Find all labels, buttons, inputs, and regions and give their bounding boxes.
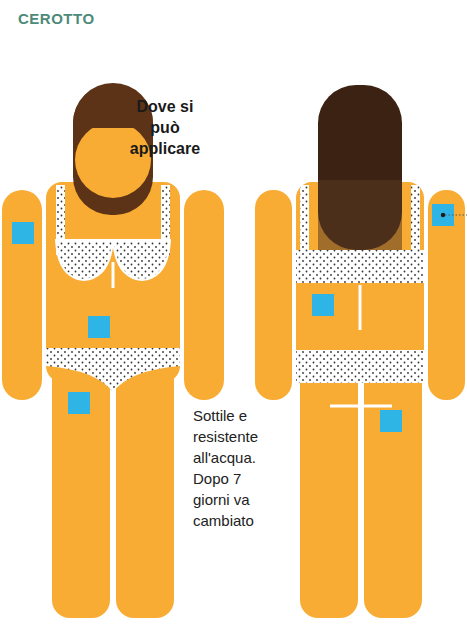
face bbox=[75, 122, 151, 198]
leg-gap bbox=[358, 383, 364, 623]
bikini-cup bbox=[56, 240, 113, 280]
leg-gap bbox=[110, 392, 116, 622]
note-label: Sottile e resistente all'acqua. Dopo 7 g… bbox=[193, 405, 275, 531]
patch-site bbox=[12, 222, 34, 244]
bikini-strap bbox=[300, 185, 309, 255]
bikini-bottom bbox=[46, 348, 180, 392]
patch-site bbox=[68, 392, 90, 414]
body-line bbox=[112, 262, 115, 288]
hair-overlap bbox=[318, 180, 402, 250]
bikini-bottom bbox=[296, 350, 424, 383]
patch-site bbox=[380, 410, 402, 432]
leg bbox=[52, 360, 110, 618]
hair bbox=[318, 85, 402, 250]
body-line bbox=[359, 285, 362, 330]
page-title: CEROTTO bbox=[18, 10, 95, 27]
arm-gap bbox=[42, 195, 46, 405]
bikini-cup bbox=[113, 240, 170, 280]
bikini-strap bbox=[411, 185, 420, 255]
front-figure bbox=[2, 83, 224, 622]
leg bbox=[300, 360, 358, 618]
patch-site bbox=[312, 294, 334, 316]
arm bbox=[428, 190, 465, 400]
arm bbox=[255, 190, 292, 400]
bikini-band bbox=[296, 250, 424, 283]
arm-gap bbox=[180, 195, 184, 405]
leader-dot bbox=[441, 213, 445, 217]
leg bbox=[364, 360, 422, 618]
arm-gap bbox=[424, 195, 428, 405]
leader-line bbox=[445, 215, 467, 216]
heading-label: Dove si può applicare bbox=[128, 96, 202, 159]
leg bbox=[116, 360, 174, 618]
patch-site bbox=[88, 316, 110, 338]
arm bbox=[2, 190, 42, 400]
arm bbox=[184, 190, 224, 400]
back-figure bbox=[255, 85, 467, 623]
arm-gap bbox=[292, 195, 296, 405]
patch-site bbox=[432, 204, 454, 226]
